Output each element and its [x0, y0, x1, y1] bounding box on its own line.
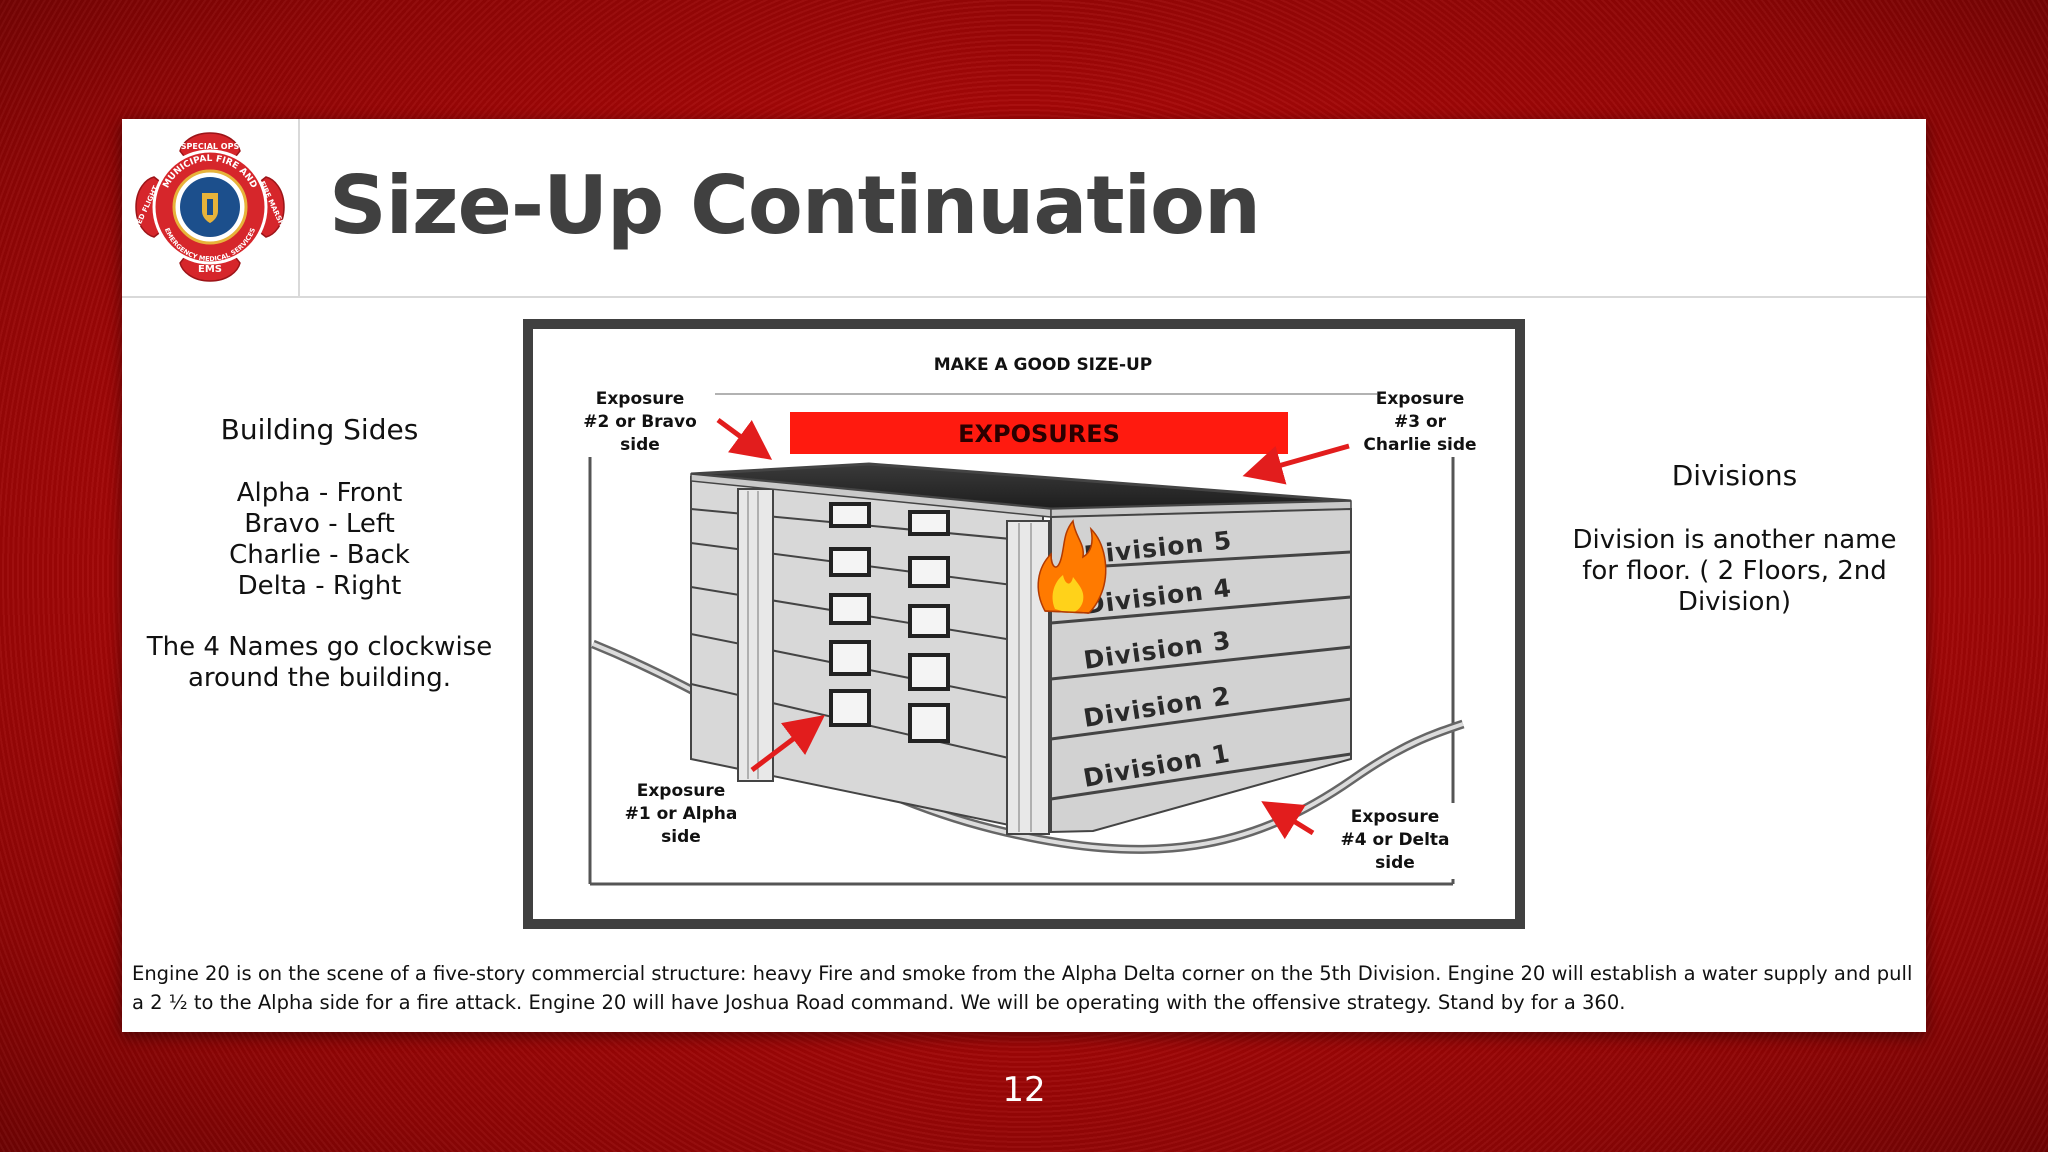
exposures-banner [790, 412, 1288, 454]
exposure-alpha-line1: Exposure [637, 781, 726, 801]
exposure-charlie-line2: #3 or [1394, 412, 1447, 432]
logo-top-text: SPECIAL OPS [181, 142, 240, 151]
scenario-caption: Engine 20 is on the scene of a five-stor… [132, 962, 1913, 1014]
exposure-bravo-line3: side [620, 435, 660, 455]
divisions-text: Divisions Division is another name for f… [1552, 460, 1917, 618]
exposures-banner-label: EXPOSURES [958, 420, 1120, 448]
exposure-delta-line1: Exposure [1351, 807, 1440, 827]
building-sides-heading: Building Sides [220, 413, 419, 446]
page-number: 12 [1002, 1070, 1046, 1110]
exposure-alpha-line3: side [661, 827, 701, 847]
slide-title: Size-Up Continuation [329, 159, 1261, 252]
size-up-diagram: MAKE A GOOD SIZE-UP EXPOSURES [523, 319, 1525, 929]
logo-bottom-text: EMS [198, 264, 222, 275]
side-delta: Delta - Right [237, 571, 402, 601]
building-side-face [1050, 507, 1352, 834]
building-sides-text: Building Sides Alpha - Front Bravo - Lef… [142, 414, 497, 694]
exposure-delta-line3: side [1375, 853, 1415, 873]
clockwise-note: The 4 Names go clockwise around the buil… [146, 632, 493, 693]
logo-box: MUNICIPAL FIRE AND EMERGENCY MEDICAL SER… [122, 119, 300, 296]
side-alpha: Alpha - Front [236, 478, 403, 508]
exposure-charlie-line1: Exposure [1376, 389, 1465, 409]
title-bar: MUNICIPAL FIRE AND EMERGENCY MEDICAL SER… [122, 119, 1926, 298]
exposure-charlie-line3: Charlie side [1363, 435, 1476, 455]
fire-department-logo: MUNICIPAL FIRE AND EMERGENCY MEDICAL SER… [132, 132, 288, 282]
side-charlie: Charlie - Back [229, 540, 410, 570]
exposure-bravo-line2: #2 or Bravo [583, 412, 697, 432]
side-bravo: Bravo - Left [244, 509, 395, 539]
slide: MUNICIPAL FIRE AND EMERGENCY MEDICAL SER… [122, 119, 1926, 1032]
exposure-bravo-line1: Exposure [596, 389, 685, 409]
exposure-delta-line2: #4 or Delta [1340, 830, 1449, 850]
divisions-heading: Divisions [1671, 459, 1798, 492]
exposure-alpha-line2: #1 or Alpha [625, 804, 738, 824]
divisions-note: Division is another name for floor. ( 2 … [1572, 525, 1897, 617]
flame-icon [1037, 519, 1107, 614]
diagram-title: MAKE A GOOD SIZE-UP [934, 355, 1153, 375]
